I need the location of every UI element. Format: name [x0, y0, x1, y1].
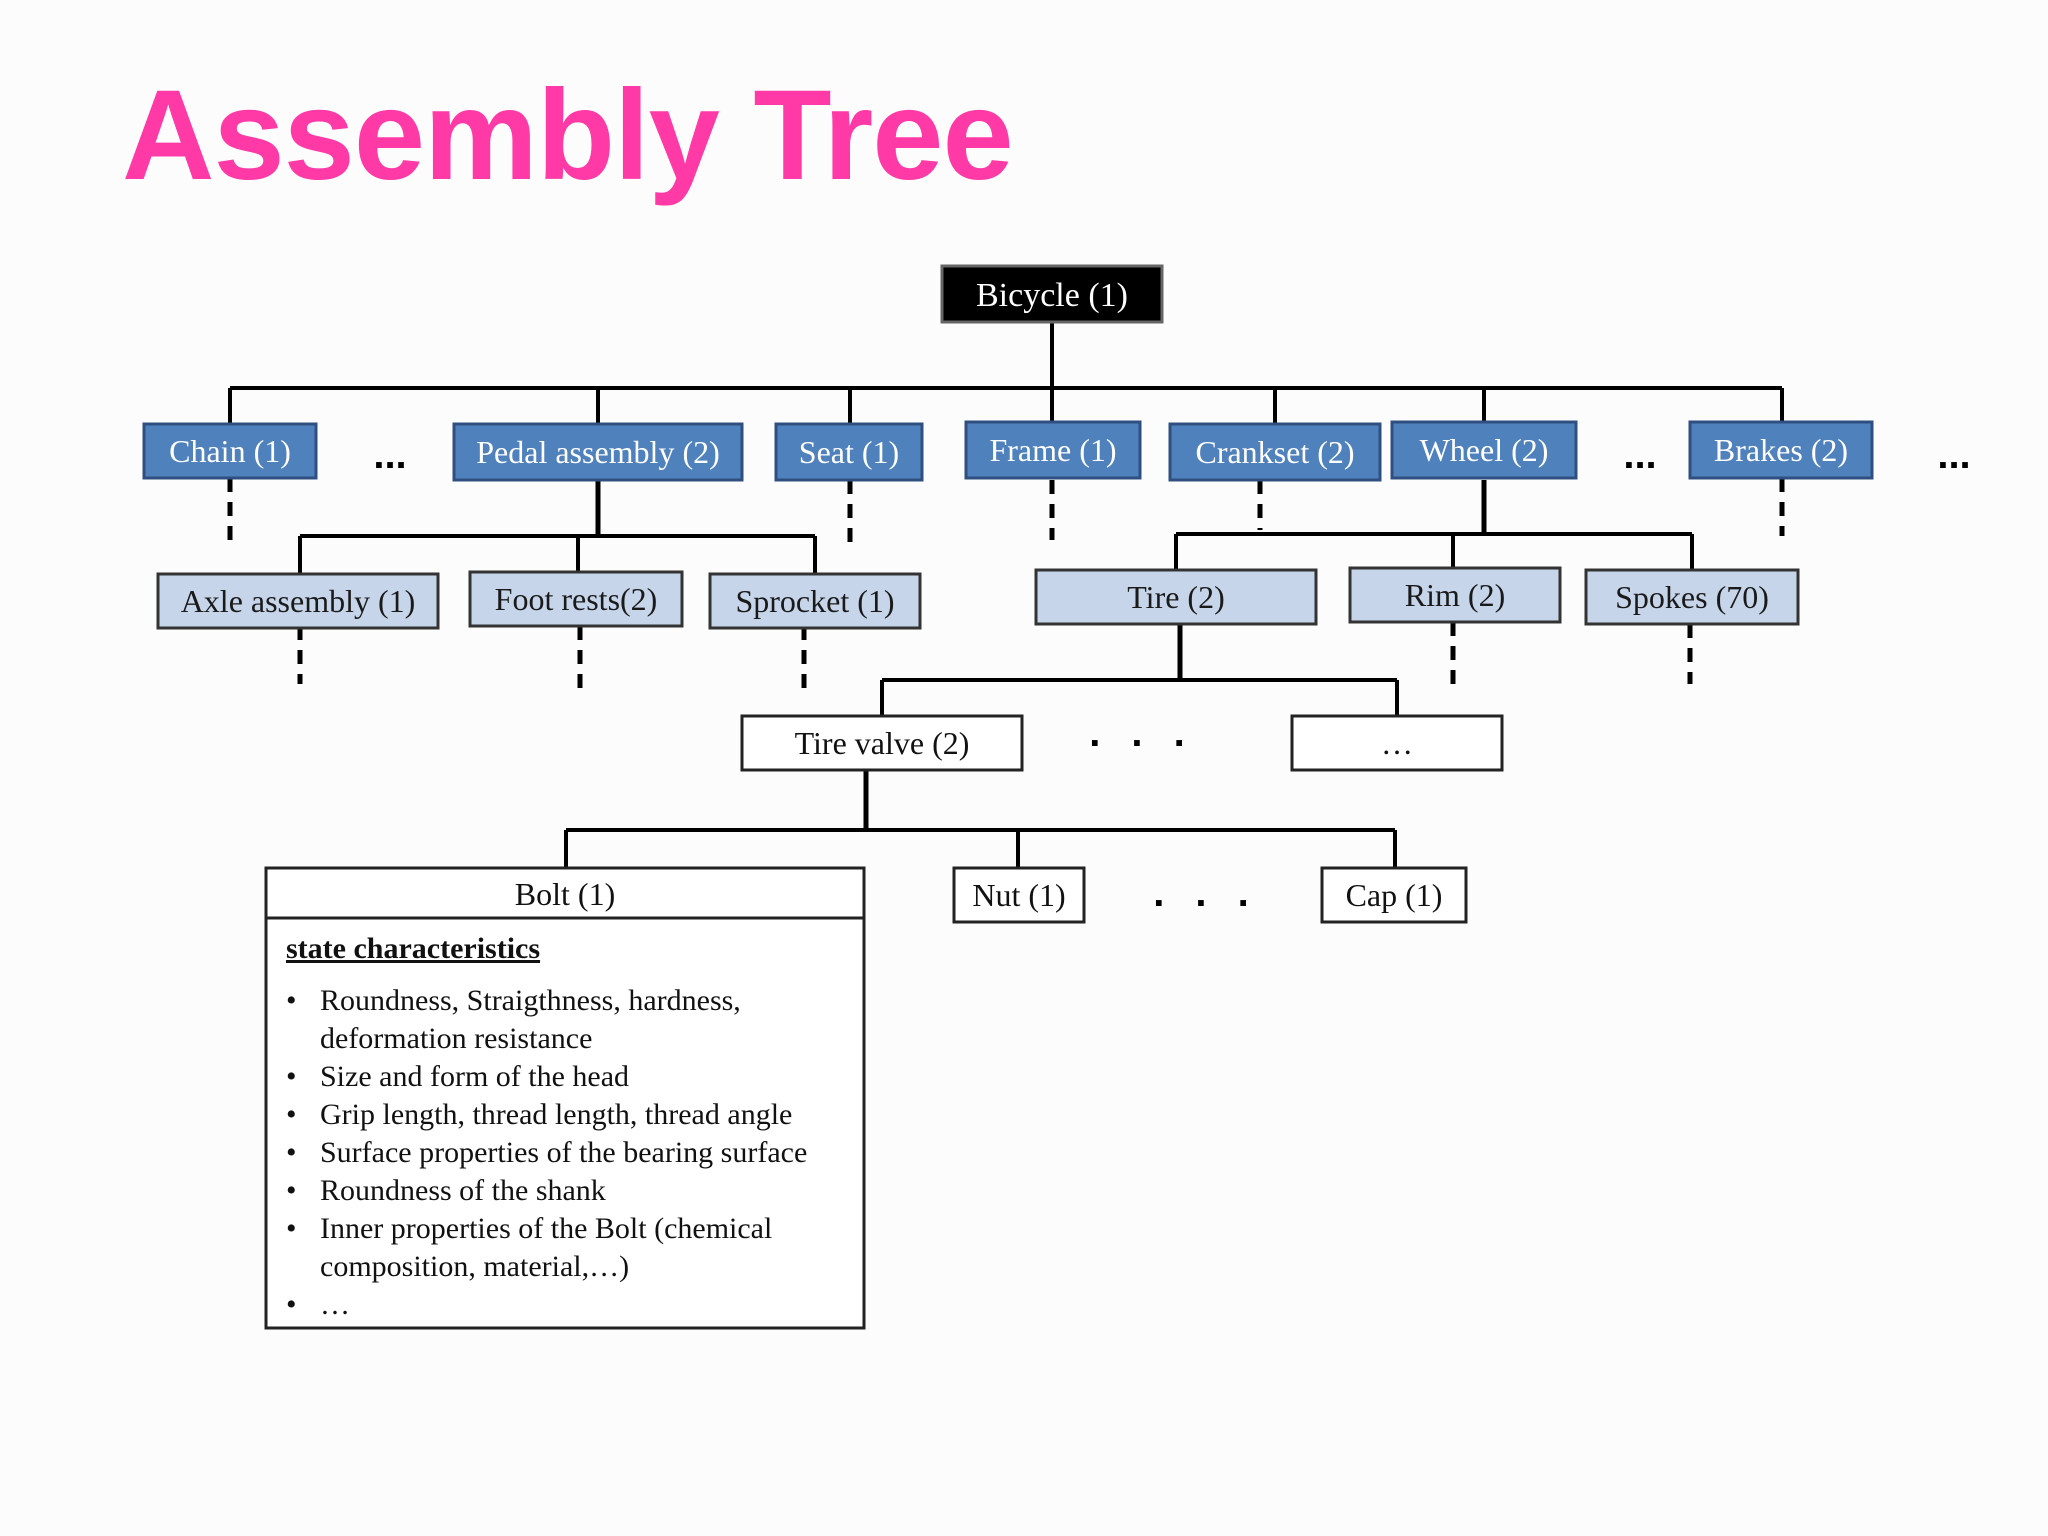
characteristic-line: Grip length, thread length, thread angle	[320, 1098, 792, 1131]
bullet: •	[286, 1288, 297, 1321]
node-cap-box	[1320, 866, 1468, 924]
node-brakes: Brakes (2)	[1688, 420, 1874, 480]
ellipsis-level1-a: ...	[373, 433, 406, 477]
node-spokes-box	[1584, 568, 1800, 626]
node-axle-assembly-box	[156, 572, 440, 630]
node-wheel: Wheel (2)	[1390, 420, 1578, 480]
node-bicycle-box	[940, 264, 1164, 324]
ellipsis-valve-children: . . .	[1153, 871, 1259, 915]
node-foot-rests-label: Foot rests(2)	[495, 581, 658, 617]
node-cap-label: Cap (1)	[1346, 877, 1443, 913]
node-bolt-label: Bolt (1)	[515, 876, 615, 912]
node-tire-valve-label: Tire valve (2)	[795, 725, 970, 761]
node-seat-box	[774, 422, 924, 482]
continuation-dashes	[227, 478, 1785, 690]
characteristic-line: composition, material,…)	[320, 1250, 629, 1283]
node-nut-box	[952, 866, 1086, 924]
node-sprocket: Sprocket (1)	[708, 572, 922, 630]
ellipsis-tire-children: . . .	[1089, 711, 1195, 755]
bolt-characteristics-heading: state characteristics	[286, 932, 540, 965]
node-axle-assembly-label: Axle assembly (1)	[181, 583, 416, 619]
node-seat: Seat (1)	[774, 422, 924, 482]
characteristic-line: Inner properties of the Bolt (chemical	[320, 1212, 772, 1245]
bullet: •	[286, 1212, 297, 1245]
bullet: •	[286, 984, 297, 1017]
node-crankset: Crankset (2)	[1168, 422, 1382, 482]
node-chain: Chain (1)	[142, 422, 318, 480]
characteristic-line: Surface properties of the bearing surfac…	[320, 1136, 807, 1169]
node-tire-other-box	[1290, 714, 1504, 772]
characteristic-line: …	[320, 1288, 350, 1321]
node-spokes-label: Spokes (70)	[1615, 579, 1769, 615]
ellipsis-level1-c: ...	[1937, 433, 1970, 477]
node-bolt: Bolt (1)	[264, 866, 866, 1330]
node-rim-label: Rim (2)	[1405, 577, 1505, 613]
node-seat-label: Seat (1)	[799, 434, 899, 470]
node-bicycle: Bicycle (1)	[940, 264, 1164, 324]
node-pedal-assembly: Pedal assembly (2)	[452, 422, 744, 482]
bullet: •	[286, 1098, 297, 1131]
node-pedal-assembly-label: Pedal assembly (2)	[476, 434, 720, 470]
node-foot-rests: Foot rests(2)	[468, 570, 684, 628]
node-nut-label: Nut (1)	[972, 877, 1065, 913]
node-bolt-box	[264, 866, 866, 1330]
characteristic-line: deformation resistance	[320, 1022, 592, 1055]
node-brakes-label: Brakes (2)	[1714, 432, 1848, 468]
tree-connectors	[228, 322, 1784, 868]
node-cap: Cap (1)	[1320, 866, 1468, 924]
node-tire-valve-box	[740, 714, 1024, 772]
node-frame-label: Frame (1)	[989, 432, 1116, 468]
node-tire-other: …	[1290, 714, 1504, 772]
node-frame: Frame (1)	[964, 420, 1142, 480]
node-tire-label: Tire (2)	[1127, 579, 1224, 615]
node-sprocket-label: Sprocket (1)	[735, 583, 894, 619]
characteristic-line: Roundness, Straigthness, hardness,	[320, 984, 741, 1017]
node-tire-other-label: …	[1381, 725, 1413, 761]
node-bicycle-label: Bicycle (1)	[976, 277, 1128, 314]
node-foot-rests-box	[468, 570, 684, 628]
node-chain-box	[142, 422, 318, 480]
node-crankset-label: Crankset (2)	[1195, 434, 1354, 470]
node-brakes-box	[1688, 420, 1874, 480]
node-tire-valve: Tire valve (2)	[740, 714, 1024, 772]
node-wheel-box	[1390, 420, 1578, 480]
node-rim: Rim (2)	[1348, 566, 1562, 624]
node-crankset-box	[1168, 422, 1382, 482]
node-sprocket-box	[708, 572, 922, 630]
ellipsis-level1-b: ...	[1623, 433, 1656, 477]
bullet: •	[286, 1060, 297, 1093]
bullet: •	[286, 1136, 297, 1169]
characteristic-line: Size and form of the head	[320, 1060, 629, 1093]
page-title: Assembly Tree	[122, 64, 1014, 207]
node-nut: Nut (1)	[952, 866, 1086, 924]
bolt-characteristics-list: • Roundness, Straigthness, hardness, def…	[286, 984, 807, 1321]
node-wheel-label: Wheel (2)	[1420, 432, 1549, 468]
node-tire-box	[1034, 568, 1318, 626]
node-chain-label: Chain (1)	[169, 433, 291, 469]
node-rim-box	[1348, 566, 1562, 624]
node-tire: Tire (2)	[1034, 568, 1318, 626]
node-frame-box	[964, 420, 1142, 480]
node-spokes: Spokes (70)	[1584, 568, 1800, 626]
node-pedal-assembly-box	[452, 422, 744, 482]
bullet: •	[286, 1174, 297, 1207]
node-axle-assembly: Axle assembly (1)	[156, 572, 440, 630]
characteristic-line: Roundness of the shank	[320, 1174, 606, 1207]
